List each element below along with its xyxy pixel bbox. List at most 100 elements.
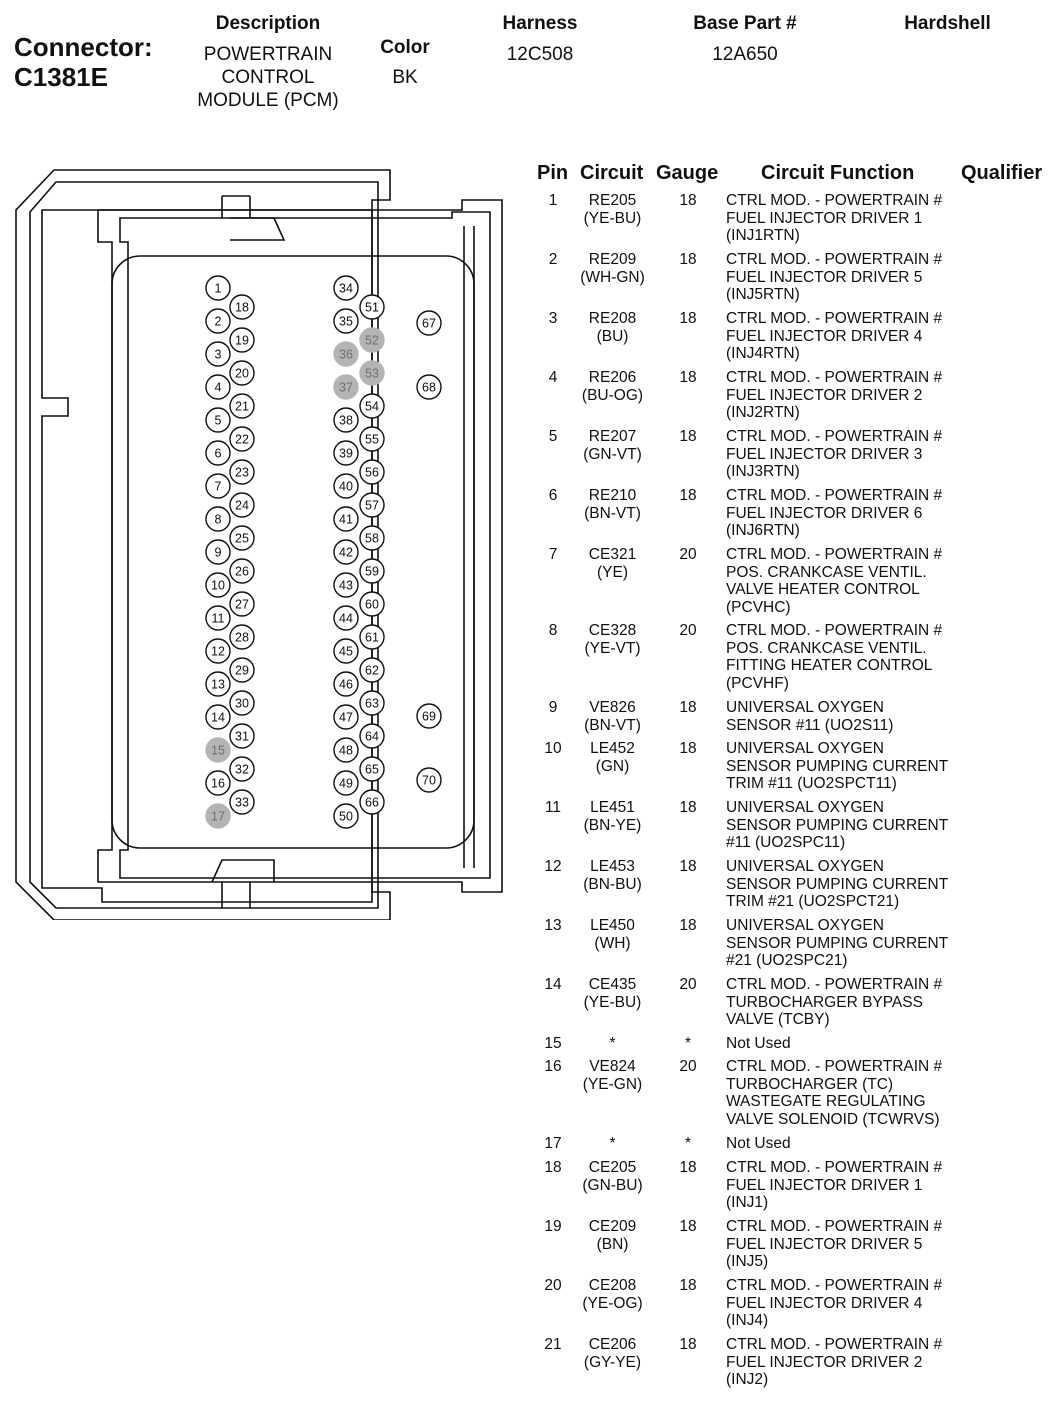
pin-label: 10 (211, 579, 225, 593)
pin-circle (205, 671, 231, 697)
function-cell: CTRL MOD. - POWERTRAIN #TURBOCHARGER (TC… (726, 1058, 966, 1128)
pin-circle (205, 440, 231, 466)
pin-label: 7 (215, 480, 222, 494)
circuit-line: RE205 (588, 192, 637, 209)
pin-cavity: 40 (333, 473, 359, 499)
function-line: UNIVERSAL OXYGEN (726, 799, 884, 816)
pin-label: 46 (339, 678, 353, 692)
function-line: CTRL MOD. - POWERTRAIN # (726, 310, 943, 327)
circuit-line: (YE-BU) (583, 993, 642, 1011)
pin-cavity: 7 (205, 473, 231, 499)
function-line: FUEL INJECTOR DRIVER 1 (726, 1176, 923, 1194)
function-cell: CTRL MOD. - POWERTRAIN #FUEL INJECTOR DR… (726, 251, 966, 304)
circuit-cell: LE452(GN) (580, 740, 645, 775)
function-line: CTRL MOD. - POWERTRAIN # (726, 1159, 943, 1176)
pin-label: 33 (235, 796, 249, 810)
function-line: Not Used (726, 1135, 791, 1152)
pin-cavity: 20 (229, 360, 255, 386)
function-line: TRIM #11 (UO2SPCT11) (726, 775, 897, 792)
circuit-cell: LE451(BN-YE) (580, 799, 645, 834)
pin-label: 25 (235, 532, 249, 546)
pin-cavity: 26 (229, 558, 255, 584)
pin-cavity: 25 (229, 525, 255, 551)
pin-circle (333, 440, 359, 466)
circuit-line: (BU) (596, 327, 629, 345)
function-cell: CTRL MOD. - POWERTRAIN #FUEL INJECTOR DR… (726, 1159, 966, 1212)
circuit-line: RE206 (588, 369, 637, 386)
pin-cavity: 14 (205, 704, 231, 730)
pin-label: 19 (235, 334, 249, 348)
circuit-line: * (609, 1135, 616, 1152)
pin-label: 37 (339, 381, 353, 395)
pin-number-cell: 12 (544, 858, 562, 875)
pin-circle (333, 275, 359, 301)
pin-number-cell: 1 (548, 192, 558, 209)
hardshell-label: Hardshell (904, 13, 991, 34)
function-line: #21 (UO2SPC21) (726, 952, 848, 969)
pin-circle (205, 341, 231, 367)
pin-cavity: 38 (333, 407, 359, 433)
gauge-cell: 18 (679, 1159, 697, 1176)
pin-number-cell: 9 (548, 699, 558, 716)
pin-circle (333, 407, 359, 433)
pin-cavity: 46 (333, 671, 359, 697)
circuit-line: (YE-OG) (582, 1294, 643, 1312)
pin-cavity: 59 (359, 558, 385, 584)
circuit-cell: VE826(BN-VT) (580, 699, 645, 734)
function-line: SENSOR PUMPING CURRENT (726, 757, 949, 775)
pin-label: 70 (422, 774, 436, 788)
circuit-line: (BU-OG) (581, 386, 644, 404)
pin-label: 59 (365, 565, 379, 579)
housing-outer (15, 169, 391, 920)
function-line: FUEL INJECTOR DRIVER 6 (726, 504, 923, 522)
top-key (221, 195, 251, 218)
function-cell: CTRL MOD. - POWERTRAIN #FUEL INJECTOR DR… (726, 428, 966, 481)
pin-circle (229, 789, 255, 815)
pin-circle (205, 704, 231, 730)
pin-circle (229, 492, 255, 518)
pin-cavity: 21 (229, 393, 255, 419)
pin-label: 61 (365, 631, 379, 645)
pin-cavity: 43 (333, 572, 359, 598)
pin-label: 62 (365, 664, 379, 678)
pin-cavity: 16 (205, 770, 231, 796)
pin-circle (333, 737, 359, 763)
pin-circle (229, 360, 255, 386)
pin-cavity: 5 (205, 407, 231, 433)
pin-cavity-unused: 15 (205, 737, 231, 763)
gauge-cell: 18 (679, 192, 697, 209)
circuit-cell: RE208(BU) (580, 310, 645, 345)
pin-circle (205, 275, 231, 301)
pin-cavity: 57 (359, 492, 385, 518)
pin-cavity: 3 (205, 341, 231, 367)
gauge-cell: 18 (679, 858, 697, 875)
pin-number-cell: 20 (544, 1277, 562, 1294)
pin-cavity (111, 255, 475, 849)
function-cell: CTRL MOD. - POWERTRAIN #FUEL INJECTOR DR… (726, 1218, 966, 1271)
circuit-cell: CE328(YE-VT) (580, 622, 645, 657)
pin-cavity: 31 (229, 723, 255, 749)
pin-circle (205, 506, 231, 532)
pin-cavity: 69 (416, 703, 442, 729)
function-line: CTRL MOD. - POWERTRAIN # (726, 1336, 943, 1353)
gauge-cell: 20 (679, 1058, 697, 1075)
circuit-line: CE321 (588, 546, 637, 563)
pin-label: 11 (212, 612, 225, 626)
function-line: TRIM #21 (UO2SPCT21) (726, 893, 900, 910)
circuit-line: * (609, 1035, 616, 1052)
pin-cavity: 4 (205, 374, 231, 400)
description-line: MODULE (PCM) (197, 90, 339, 111)
col-header-gauge: Gauge (656, 162, 719, 184)
pin-label: 28 (235, 631, 249, 645)
function-cell: CTRL MOD. - POWERTRAIN #FUEL INJECTOR DR… (726, 1336, 966, 1389)
circuit-line: LE450 (590, 917, 635, 934)
pin-label: 52 (365, 334, 379, 348)
gauge-cell: 18 (679, 310, 697, 327)
pin-circle (205, 374, 231, 400)
pin-number-cell: 14 (544, 976, 562, 993)
circuit-cell: RE209(WH-GN) (580, 251, 645, 286)
pin-circle (229, 591, 255, 617)
